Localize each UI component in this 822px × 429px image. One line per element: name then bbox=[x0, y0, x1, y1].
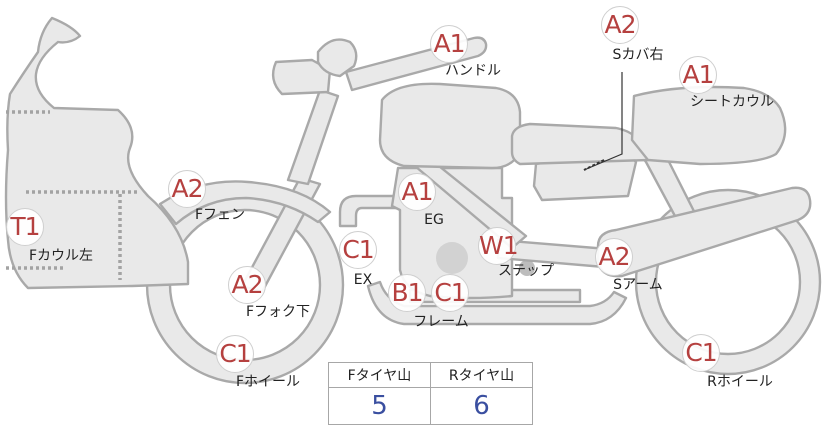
part-label-front-wheel: Fホイール bbox=[235, 374, 301, 390]
grade-badge-front-fork-lower[interactable]: A2 bbox=[228, 266, 266, 304]
part-label-handle: ハンドル bbox=[445, 63, 501, 79]
front-cowl bbox=[4, 16, 190, 290]
grade-badge-frame-c[interactable]: C1 bbox=[431, 274, 469, 312]
part-label-rear-wheel: Rホイール bbox=[707, 374, 773, 390]
handle-stem bbox=[316, 38, 358, 78]
front-tread-value[interactable]: 5 bbox=[328, 387, 431, 425]
part-label-frame: フレーム bbox=[413, 314, 469, 330]
front-tread-header: Fタイヤ山 bbox=[328, 362, 431, 388]
part-label-step: ステップ bbox=[498, 263, 554, 279]
grade-badge-swing-arm[interactable]: A2 bbox=[595, 238, 633, 276]
part-label-side-cover-right: Sカバ右 bbox=[612, 47, 664, 63]
seat bbox=[510, 122, 650, 166]
grade-badge-engine[interactable]: A1 bbox=[398, 173, 436, 211]
part-label-front-fender: Fフェン bbox=[194, 207, 246, 223]
grade-badge-front-wheel[interactable]: C1 bbox=[216, 335, 254, 373]
grade-badge-front-cowl-left[interactable]: T1 bbox=[6, 208, 44, 246]
rear-tread-header: Rタイヤ山 bbox=[430, 362, 533, 388]
grade-badge-seat-cowl[interactable]: A1 bbox=[679, 56, 717, 94]
grade-badge-step[interactable]: W1 bbox=[478, 227, 519, 265]
fork-upper bbox=[286, 88, 340, 186]
grade-badge-side-cover-right[interactable]: A2 bbox=[601, 6, 639, 44]
tire-tread-table: Fタイヤ山 Rタイヤ山 5 6 bbox=[328, 362, 533, 425]
fuel-tank bbox=[378, 82, 522, 170]
part-label-front-cowl-left: Fカウル左 bbox=[28, 248, 94, 264]
leader-line-dash bbox=[583, 159, 605, 171]
rear-tread-value[interactable]: 6 bbox=[430, 387, 533, 425]
grade-badge-frame-b[interactable]: B1 bbox=[388, 274, 426, 312]
grade-badge-handle[interactable]: A1 bbox=[430, 25, 468, 63]
grade-badge-rear-wheel[interactable]: C1 bbox=[682, 334, 720, 372]
grade-badge-exhaust[interactable]: C1 bbox=[339, 231, 377, 269]
part-label-seat-cowl: シートカウル bbox=[690, 94, 774, 110]
tire-tread-header-row: Fタイヤ山 Rタイヤ山 bbox=[328, 362, 533, 388]
headlight bbox=[271, 58, 332, 96]
part-label-swing-arm: Sアーム bbox=[613, 277, 663, 293]
part-label-engine: EG bbox=[424, 212, 444, 228]
grade-badge-front-fender[interactable]: A2 bbox=[168, 170, 206, 208]
leader-line bbox=[583, 72, 623, 171]
part-label-front-fork-lower: Fフォク下 bbox=[245, 304, 311, 320]
tire-tread-value-row: 5 6 bbox=[328, 387, 533, 425]
part-label-exhaust: EX bbox=[353, 272, 373, 288]
